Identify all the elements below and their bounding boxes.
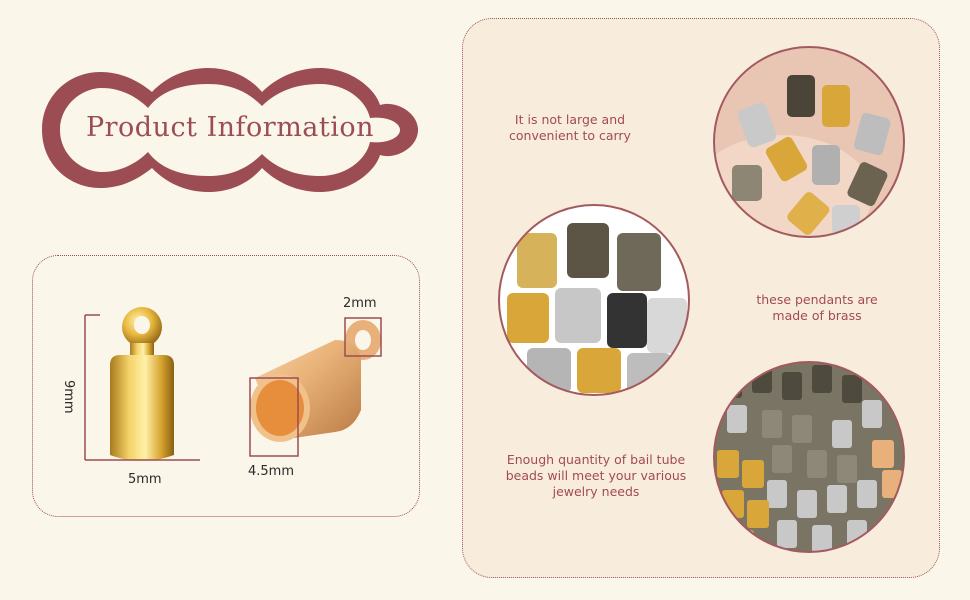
- page-title: Product Information: [85, 112, 375, 143]
- caption-portable: It is not large and convenient to carry: [509, 112, 631, 143]
- loop-diameter-label: 2mm: [343, 296, 377, 311]
- inner-diameter-label: 4.5mm: [248, 464, 295, 479]
- title-banner: [42, 68, 418, 192]
- photo-bead-pile: [713, 361, 905, 553]
- photo-beads-in-hand: [713, 46, 905, 238]
- dimension-panel: [32, 255, 420, 517]
- caption-quantity: Enough quantity of bail tube beads will …: [505, 452, 687, 499]
- rose-gold-end-cap-illustration: [249, 317, 382, 457]
- gold-end-cap-illustration: [84, 307, 200, 461]
- height-label: 9mm: [61, 380, 76, 414]
- caption-brass: these pendants are made of brass: [756, 292, 878, 323]
- width-label: 5mm: [128, 472, 162, 487]
- photo-mixed-colors: [498, 204, 690, 396]
